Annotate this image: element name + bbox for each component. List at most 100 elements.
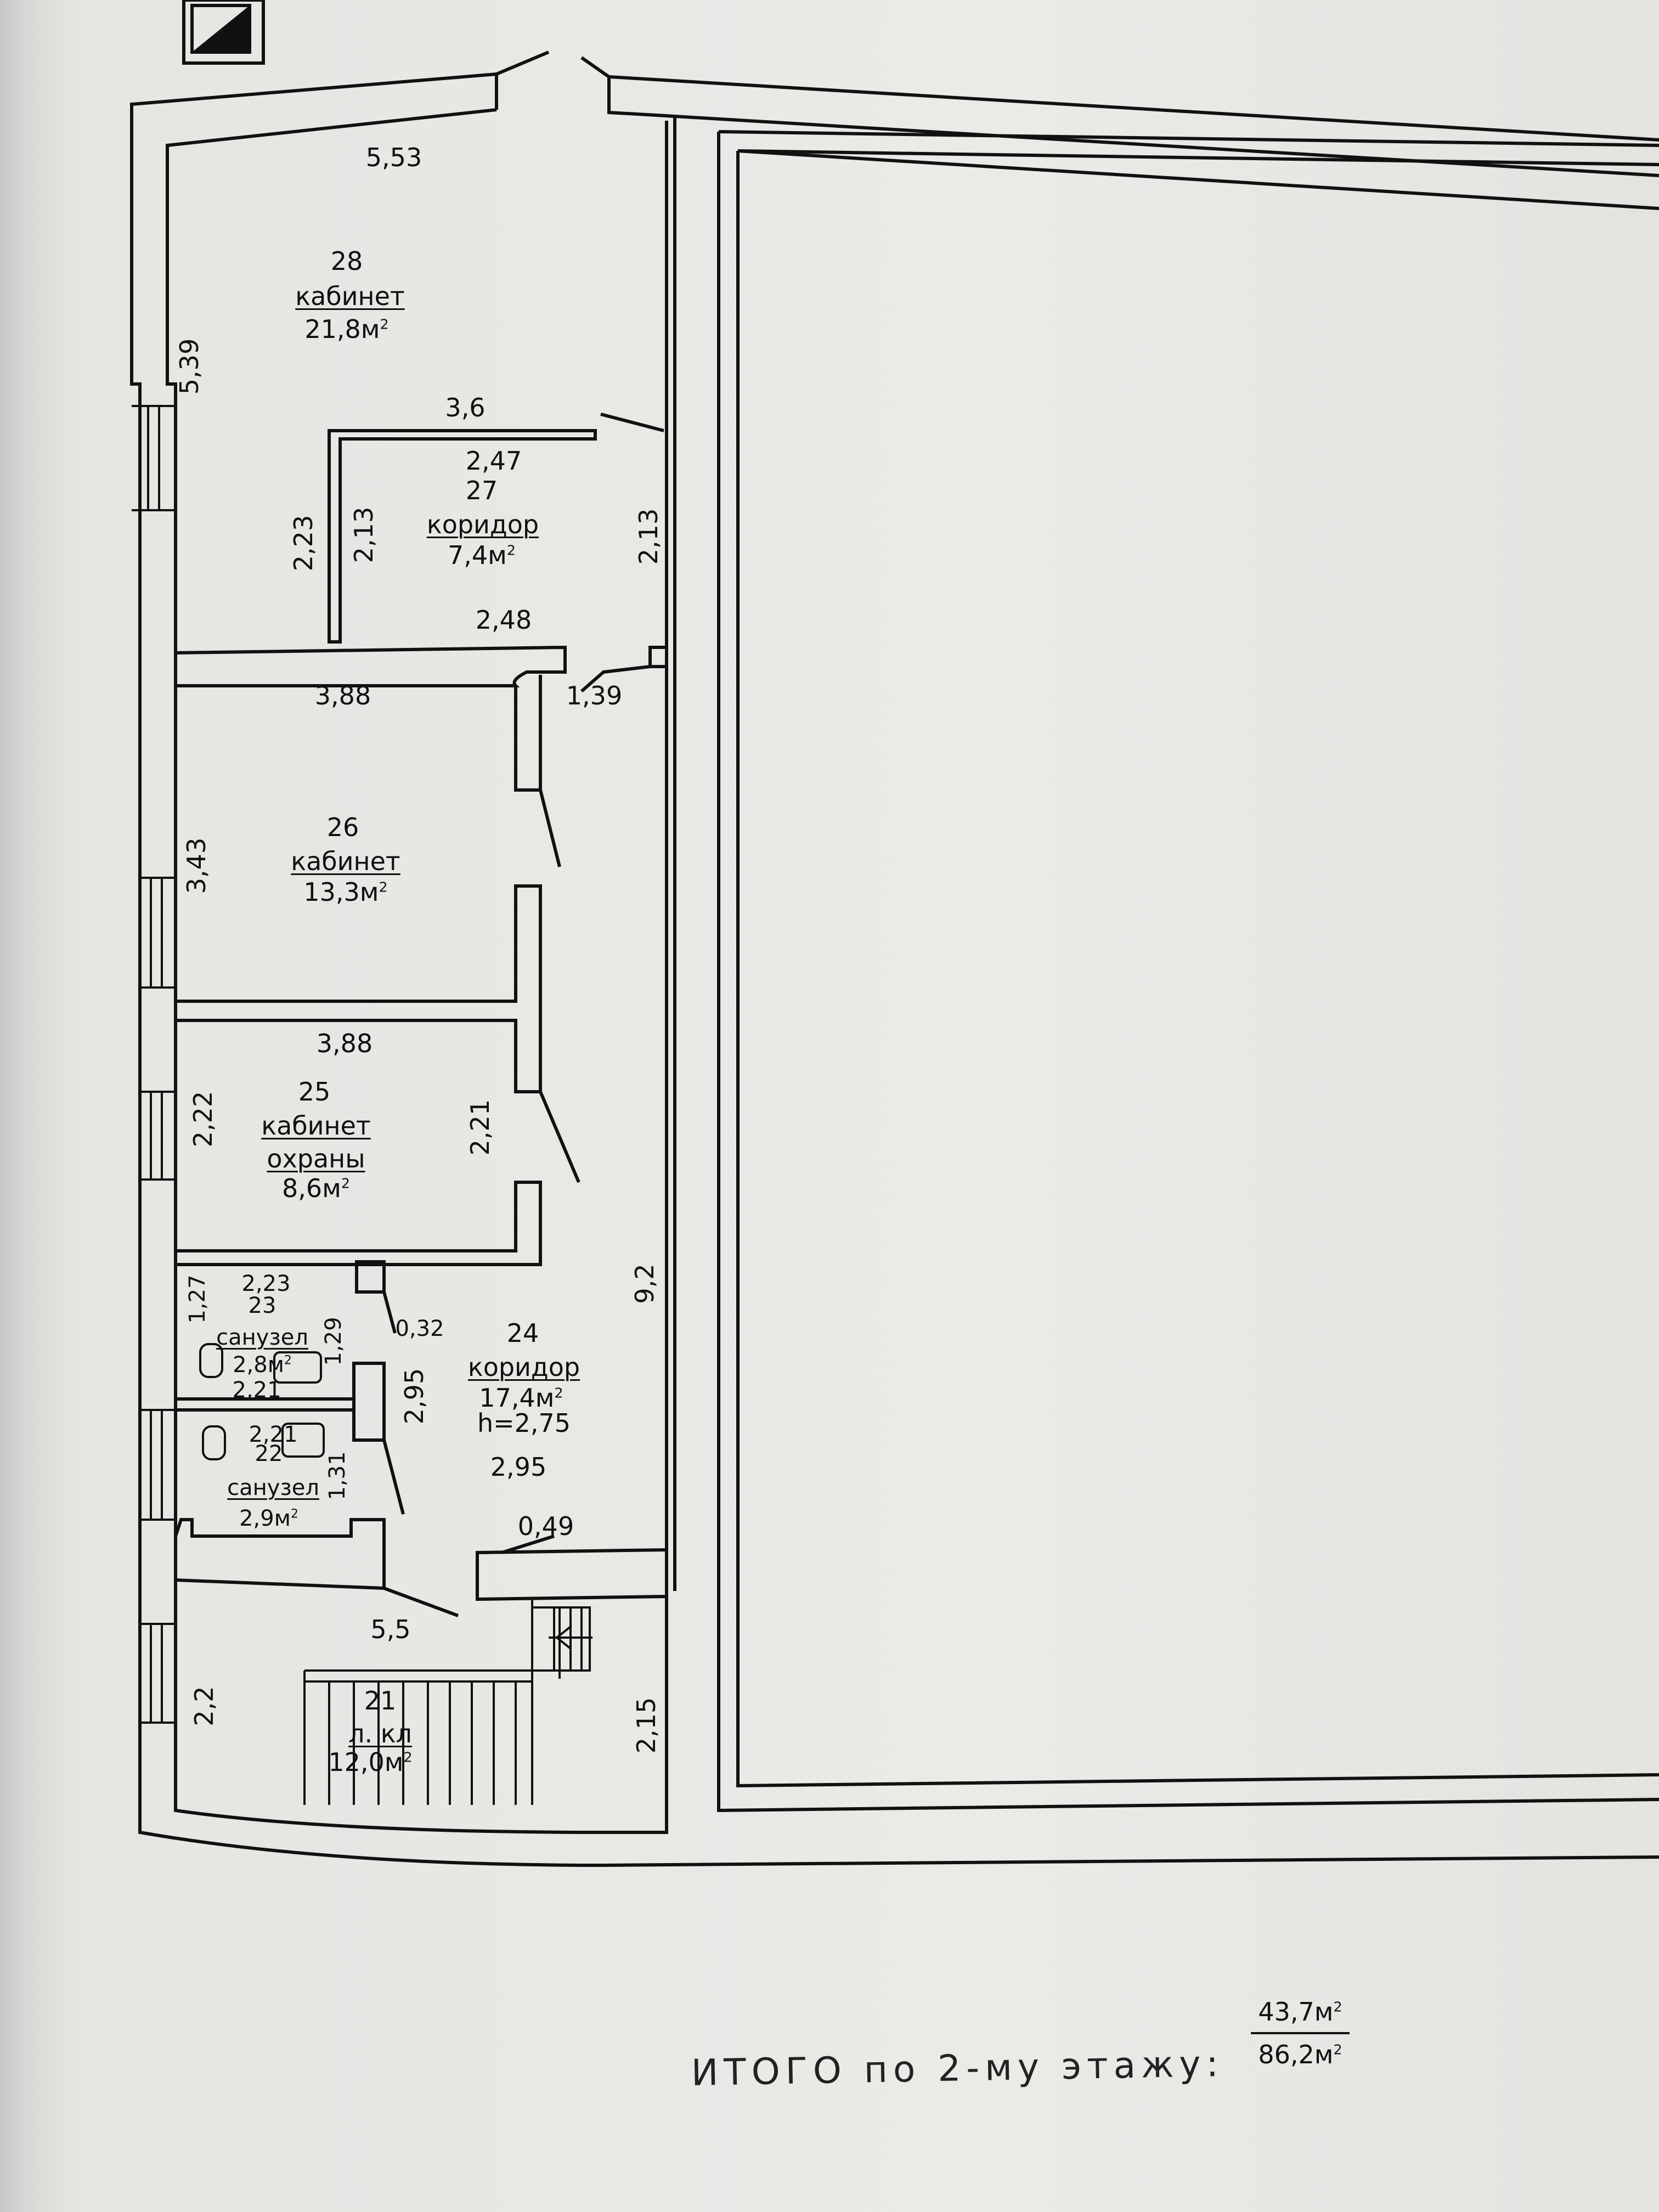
- stair-wall: [476, 1548, 668, 1601]
- room25-number: 25: [298, 1077, 331, 1107]
- room27-number: 27: [465, 476, 498, 505]
- room22-area: 2,9м2: [239, 1508, 298, 1530]
- room25-area-sup: 2: [341, 1175, 350, 1192]
- dim-2-21-b: 2,21: [232, 1378, 281, 1403]
- room21-number: 21: [364, 1686, 397, 1716]
- wall-25-23: [176, 1181, 542, 1266]
- dim-2-47: 2,47: [465, 446, 522, 476]
- room27-area-sup: 2: [506, 542, 516, 558]
- hall-frame-outer: [717, 130, 1659, 1813]
- room22-area-sup: 2: [290, 1507, 298, 1521]
- outer-wall-outer: [130, 72, 1659, 1867]
- wall-26-stub: [514, 675, 542, 792]
- dim-0-49: 0,49: [517, 1511, 574, 1541]
- door-stair-swing: [383, 1587, 459, 1617]
- room21-area: 12,0м2: [328, 1750, 412, 1775]
- room23-number: 23: [248, 1293, 276, 1318]
- dim-2-95-a: 2,95: [399, 1368, 429, 1425]
- room26-number: 26: [326, 812, 359, 842]
- dim-2-21-a: 2,21: [465, 1099, 495, 1156]
- room26-name: кабинет: [291, 847, 400, 876]
- dim-1-39: 1,39: [566, 681, 623, 710]
- room26-area-value: 13,3м: [303, 877, 379, 907]
- room23-name: санузел: [216, 1325, 308, 1350]
- dim-3-6: 3,6: [445, 393, 486, 422]
- top-wall-right: [607, 75, 1659, 1591]
- floor-total-denominator-sup: 2: [1333, 2041, 1342, 2058]
- dim-2-21-c: 2,21: [249, 1422, 298, 1447]
- dim-1-31: 1,31: [325, 1451, 350, 1500]
- dim-3-88-a: 3,88: [314, 681, 371, 710]
- sanuzel-door-23: [382, 1291, 397, 1334]
- room22-name: санузел: [227, 1475, 319, 1500]
- door-139: [580, 665, 651, 693]
- room27-door: [600, 413, 668, 439]
- toilet-22: [202, 1425, 226, 1460]
- dim-5-5: 5,5: [370, 1615, 411, 1644]
- floor-total-numerator-sup: 2: [1333, 1999, 1342, 2015]
- room26-area-sup: 2: [379, 879, 388, 895]
- hall-frame-mid: [737, 149, 1659, 210]
- sanuzel-column: [355, 1260, 386, 1294]
- dim-2-48: 2,48: [475, 605, 532, 635]
- dim-0-32: 0,32: [395, 1316, 444, 1341]
- room27-wall: [328, 429, 597, 644]
- room24-area: 17,4м2: [479, 1385, 563, 1410]
- room26-area: 13,3м2: [303, 879, 387, 905]
- dim-2-13-a: 2,13: [349, 506, 379, 563]
- dim-2-2: 2,2: [189, 1686, 219, 1726]
- floor-total-denominator: 86,2м2: [1251, 2034, 1350, 2069]
- sink-23: [273, 1351, 322, 1384]
- door-25-swing: [539, 1091, 580, 1183]
- door-26-swing: [539, 789, 561, 867]
- room21-name: л. кл: [348, 1719, 412, 1748]
- room21-area-sup: 2: [403, 1749, 413, 1765]
- room27-area-value: 7,4м: [448, 540, 507, 570]
- dim-2-23-a: 2,23: [289, 515, 318, 572]
- room25-area-value: 8,6м: [282, 1173, 341, 1203]
- sanuzel-door-22: [382, 1440, 405, 1515]
- column-top: [648, 646, 668, 668]
- floor-total-numerator: 43,7м2: [1251, 1997, 1350, 2034]
- dim-5-39: 5,39: [174, 338, 204, 395]
- dim-2-15: 2,15: [631, 1697, 661, 1754]
- top-wall-right-inner: [674, 115, 1659, 177]
- floor-total-numerator-value: 43,7м: [1258, 1997, 1334, 2027]
- wall-22-bottom: [174, 1518, 386, 1590]
- entry-door-swing: [495, 50, 610, 78]
- window-segments: [132, 405, 176, 1724]
- room22-number: 22: [255, 1441, 283, 1466]
- shaft-box: [182, 0, 265, 65]
- floor-total-denominator-value: 86,2м: [1258, 2040, 1334, 2069]
- room25-name-line1: кабинет: [261, 1111, 371, 1141]
- room23-area: 2,8м2: [233, 1354, 292, 1376]
- dim-5-53: 5,53: [365, 143, 422, 172]
- dim-2-13-b: 2,13: [634, 508, 663, 565]
- wall-26-top: [175, 645, 567, 687]
- room24-height: h=2,75: [477, 1408, 571, 1438]
- shaft-fill-icon: [192, 5, 250, 52]
- dim-1-29: 1,29: [321, 1317, 346, 1366]
- room23-area-value: 2,8м: [233, 1352, 284, 1378]
- room25-name-line2: охраны: [267, 1144, 365, 1173]
- room21-area-value: 12,0м: [328, 1747, 404, 1777]
- room28-area: 21,8м2: [304, 317, 388, 342]
- room24-area-sup: 2: [554, 1385, 563, 1401]
- room28-area-sup: 2: [380, 316, 389, 332]
- dim-3-43: 3,43: [182, 837, 211, 894]
- sink-22: [281, 1423, 325, 1458]
- floor-total-fraction: 43,7м2 86,2м2: [1251, 1997, 1350, 2069]
- room27-area: 7,4м2: [448, 543, 516, 568]
- dim-9-2: 9,2: [630, 1263, 659, 1304]
- hall-frame-inner: [736, 149, 1659, 1788]
- dim-1-27: 1,27: [185, 1274, 210, 1324]
- room25-area: 8,6м2: [282, 1176, 350, 1201]
- outer-wall-inner: [166, 108, 668, 1834]
- toilet-23: [199, 1343, 223, 1378]
- room24-number: 24: [506, 1318, 539, 1348]
- dim-2-95-b: 2,95: [490, 1452, 547, 1482]
- room28-number: 28: [330, 246, 363, 276]
- room28-name: кабинет: [295, 281, 405, 311]
